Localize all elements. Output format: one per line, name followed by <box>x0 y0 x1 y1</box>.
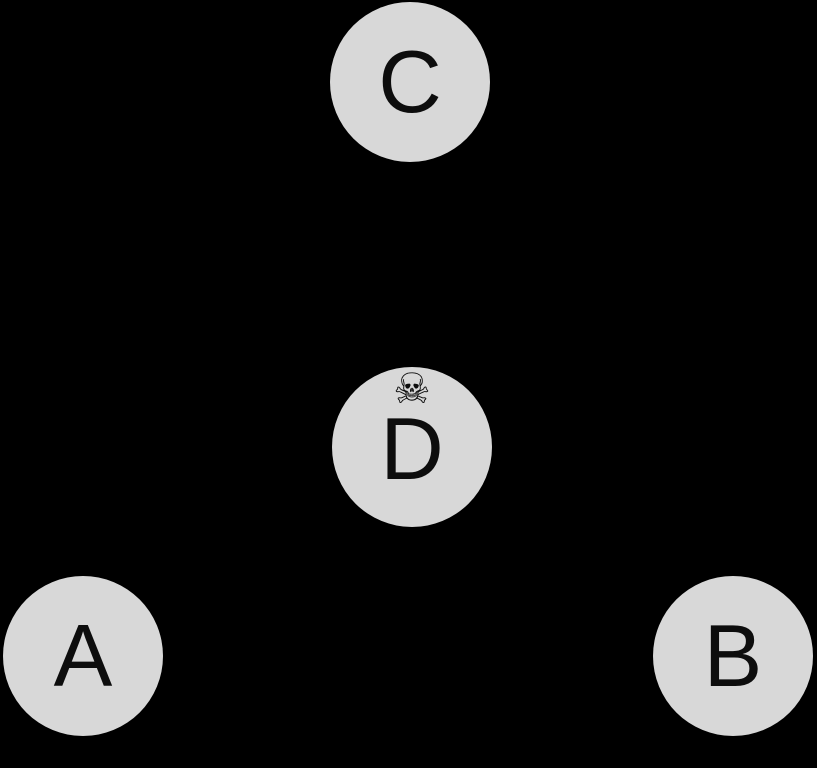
node-b-label: B <box>703 606 763 705</box>
node-c-label: C <box>378 32 442 131</box>
node-c: C <box>330 2 490 162</box>
node-a: A <box>3 576 163 736</box>
node-a-label: A <box>53 606 113 705</box>
node-b: B <box>653 576 813 736</box>
skull-crossbones-icon: ☠ <box>393 365 431 412</box>
node-d: ☠ D <box>332 367 492 527</box>
node-d-label: D <box>380 398 444 498</box>
